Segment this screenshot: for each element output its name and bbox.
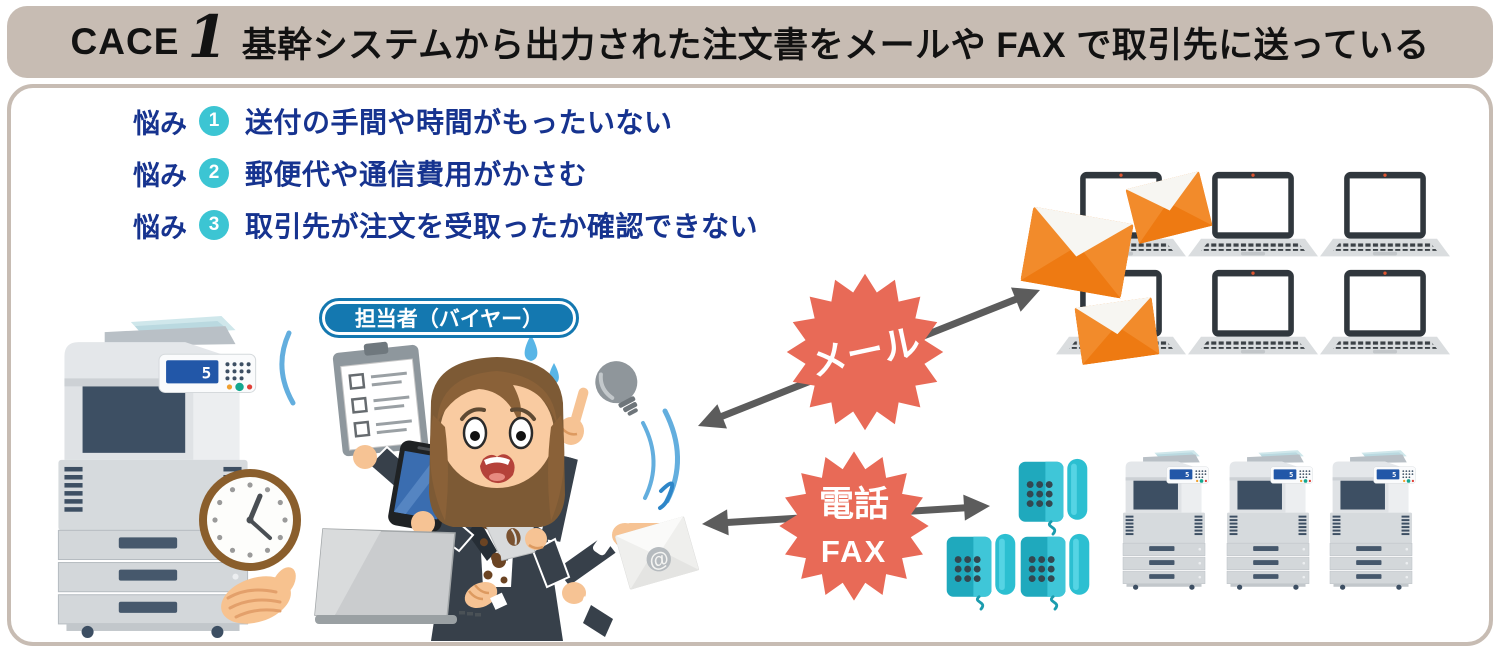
problem-text: 取引先が注文を受取ったか確認できない [245, 211, 759, 242]
copier-icon [1116, 425, 1212, 615]
fax-phone-icon [944, 531, 1018, 611]
problem-number-badge: 3 [199, 210, 229, 240]
squiggle-icon [658, 481, 675, 510]
desk-laptop-icon [314, 528, 481, 624]
problem-label: 悩み [133, 108, 187, 139]
problem-row: 悩み 2 郵便代や通信費用がかさむ [133, 156, 758, 191]
laptop-icon [1320, 266, 1450, 363]
problems-list: 悩み 1 送付の手間や時間がもったいない 悩み 2 郵便代や通信費用がかさむ 悩… [133, 104, 758, 260]
stressed-buyer-illustration [279, 330, 700, 641]
page-title: 基幹システムから出力された注文書をメールや FAX で取引先に送っている [241, 25, 1430, 65]
mail-envelope-icon [1074, 297, 1159, 365]
copier-icon [1323, 425, 1419, 615]
case-label: CACE [70, 21, 180, 62]
motion-swoosh-icon [641, 421, 656, 500]
problem-text: 郵便代や通信費用がかさむ [245, 159, 588, 190]
phone-badge-label: 電話 [819, 485, 889, 524]
sweat-drop-icon [524, 335, 538, 361]
problem-number-badge: 1 [199, 106, 229, 136]
buyer-label-text: 担当者（バイヤー） [354, 308, 544, 331]
problem-label: 悩み [133, 212, 187, 243]
mail-badge: メール [786, 273, 944, 431]
fax-phone-icon [1016, 456, 1090, 536]
lightbulb-icon [595, 361, 638, 416]
problem-number-badge: 2 [199, 158, 229, 188]
copier-icon [1220, 425, 1316, 615]
problem-label: 悩み [133, 160, 187, 191]
fax-badge-label: FAX [821, 534, 887, 569]
case-header: CACE 1 基幹システムから出力された注文書をメールや FAX で取引先に送っ… [7, 3, 1493, 78]
laptop-icon [1188, 266, 1318, 363]
clock-icon [199, 469, 301, 624]
case-number: 1 [187, 3, 228, 71]
problem-text: 送付の手間や時間がもったいない [245, 107, 673, 138]
phone-fax-badge: 電話 FAX [779, 451, 929, 601]
motion-swoosh-icon [279, 330, 296, 406]
clipboard-icon [332, 341, 429, 457]
fax-phone-icon [1018, 531, 1092, 611]
buyer-label: 担当者（バイヤー） [319, 298, 579, 338]
problem-row: 悩み 3 取引先が注文を受取ったか確認できない [133, 208, 759, 243]
hand-icon [221, 567, 296, 624]
laptop-icon [1320, 168, 1450, 265]
problem-row: 悩み 1 送付の手間や時間がもったいない [133, 104, 758, 139]
